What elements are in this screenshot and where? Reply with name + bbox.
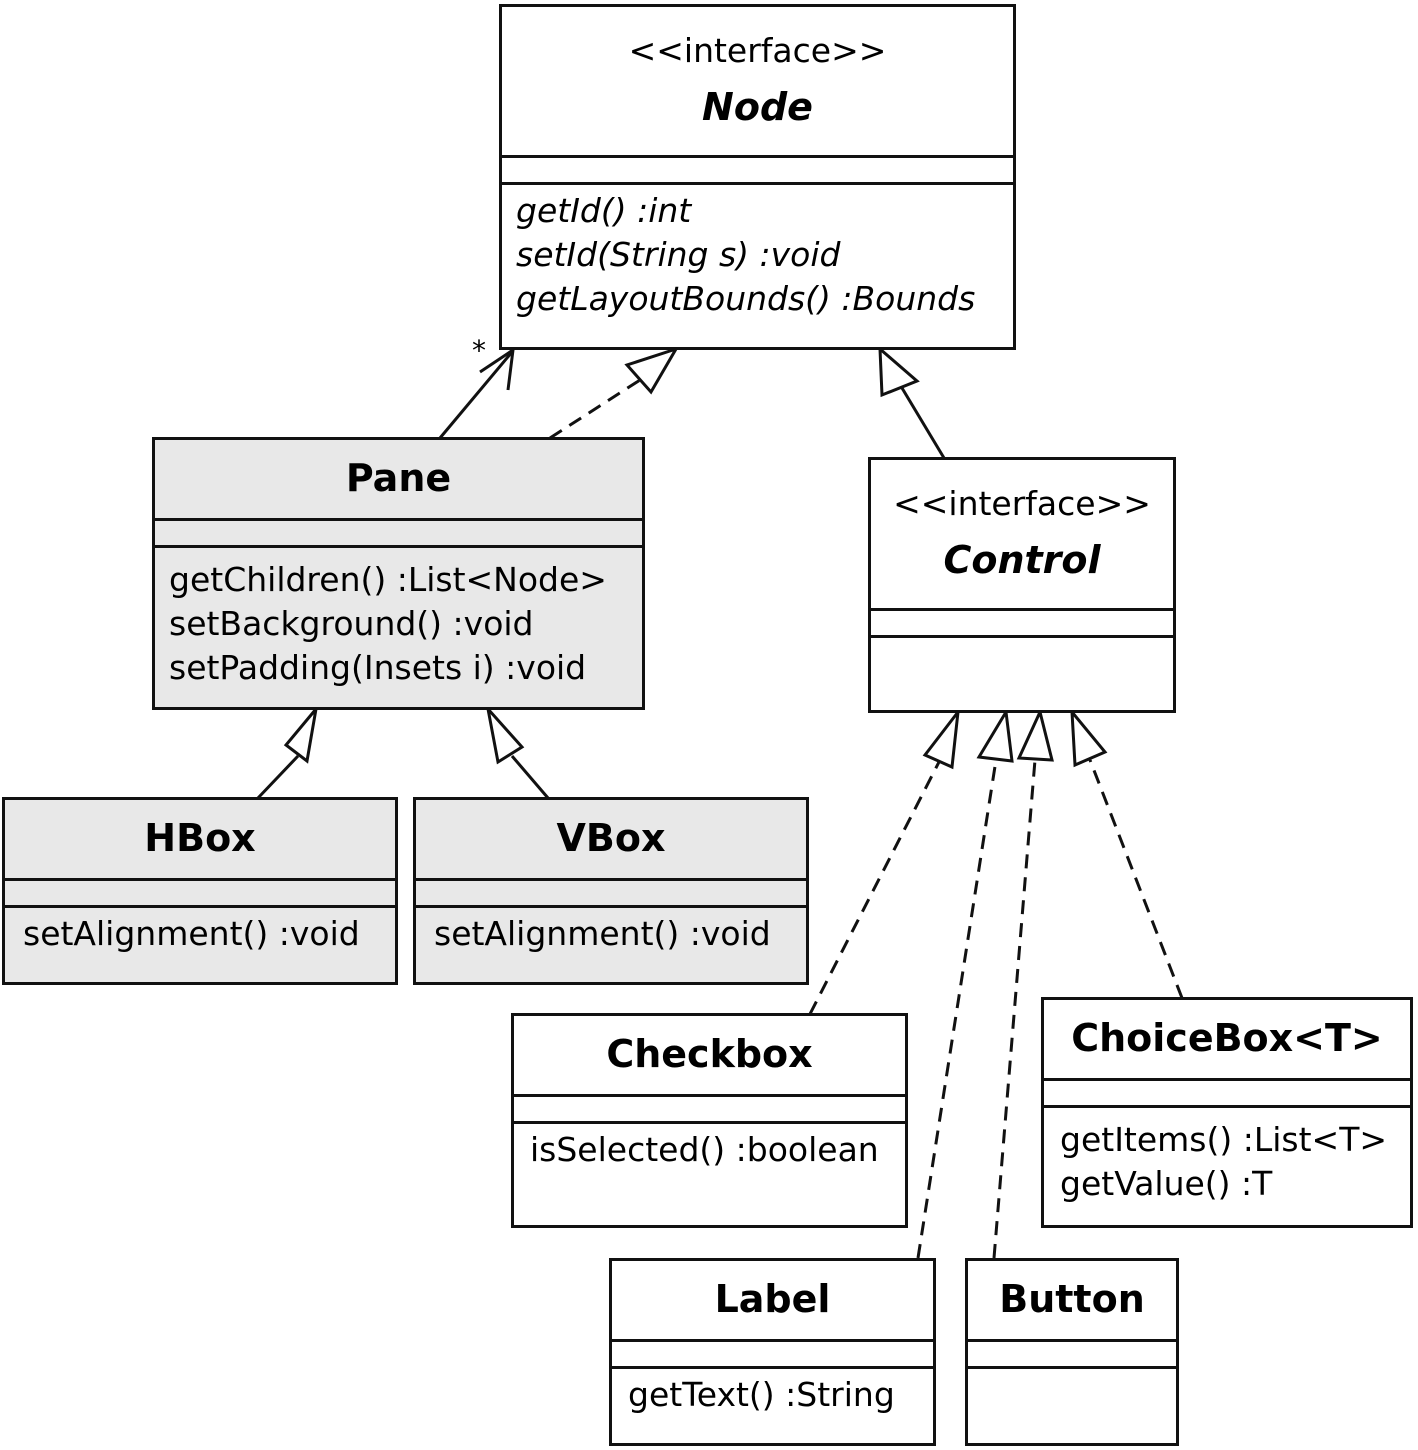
operations-compartment: isSelected() :boolean [514,1124,905,1225]
button-control-realization [992,759,1037,1259]
operation: setBackground() :void [169,604,534,644]
class-name: Button [999,1277,1145,1322]
class-vbox[interactable]: VBox setAlignment() :void [413,797,809,985]
generalization-arrowhead [878,345,920,398]
class-header: VBox [416,800,806,878]
class-checkbox[interactable]: Checkbox isSelected() :boolean [511,1013,908,1228]
operations-compartment: getItems() :List<T> getValue() :T [1044,1108,1410,1225]
class-header: HBox [5,800,395,878]
class-header: Pane [155,440,642,518]
operation: isSelected() :boolean [530,1130,879,1169]
operation: getChildren() :List<Node> [169,560,607,599]
attributes-compartment [871,608,1173,638]
operations-compartment: getChildren() :List<Node> setBackground(… [155,548,642,707]
class-pane[interactable]: Pane getChildren() :List<Node> setBackgr… [152,437,645,710]
class-control[interactable]: <<interface>> Control [868,457,1176,713]
class-name: HBox [144,816,256,861]
operations-compartment: getId() :int setId(String s) :void getLa… [502,185,1013,347]
operation: getId() :int [516,191,692,230]
vbox-arrowhead [485,703,525,765]
button-arrowhead [1016,707,1054,762]
operations-compartment: getText() :String [612,1369,933,1443]
class-header: Label [612,1261,933,1339]
operation: getValue() :T [1060,1164,1273,1204]
class-label[interactable]: Label getText() :String [609,1258,936,1446]
attributes-compartment [502,155,1013,185]
operation: setPadding(Insets i) :void [169,648,587,688]
hbox-arrowhead [283,703,319,764]
class-choicebox[interactable]: ChoiceBox<T> getItems() :List<T> getValu… [1041,997,1413,1228]
attributes-compartment [968,1339,1176,1369]
class-name: ChoiceBox<T> [1071,1016,1383,1061]
pane-node-association [438,351,514,439]
attributes-compartment [416,878,806,908]
label-control-realization [916,759,998,1259]
attributes-compartment [155,518,642,548]
class-name: Label [714,1277,831,1322]
operation: setAlignment() :void [434,914,771,953]
attributes-compartment [612,1339,933,1369]
vbox-pane-generalization [510,755,550,799]
attributes-compartment [514,1094,905,1124]
operations-compartment: setAlignment() :void [416,908,806,982]
class-name: Pane [345,456,452,501]
attributes-compartment [1044,1078,1410,1108]
class-header: <<interface>> Node [502,7,1013,155]
class-header: <<interface>> Control [871,460,1173,608]
operation: getItems() :List<T> [1060,1120,1388,1159]
class-button[interactable]: Button [965,1258,1179,1446]
choicebox-control-realization [1088,759,1184,999]
class-name: VBox [556,816,666,861]
stereotype-label: <<interface>> [893,483,1151,523]
operations-compartment: setAlignment() :void [5,908,395,982]
choicebox-arrowhead [1070,707,1108,768]
operation: getText() :String [628,1375,895,1414]
checkbox-arrowhead [922,706,961,770]
control-node-generalization [900,387,946,459]
checkbox-control-realization [808,759,942,1015]
pane-node-realization [549,378,641,440]
attributes-compartment [5,878,395,908]
operation: getLayoutBounds() :Bounds [516,279,976,319]
operations-compartment [871,638,1173,710]
operation: setId(String s) :void [516,235,841,275]
association-arrowhead [479,346,515,391]
class-name: Checkbox [606,1032,813,1077]
class-name: Control [943,537,1101,582]
class-header: ChoiceBox<T> [1044,1000,1410,1078]
class-node[interactable]: <<interface>> Node getId() :int setId(St… [499,4,1016,350]
operation: setAlignment() :void [23,914,360,953]
class-name: Node [702,84,813,129]
operations-compartment [968,1369,1176,1443]
realization-arrowhead [624,346,680,395]
class-hbox[interactable]: HBox setAlignment() :void [2,797,398,985]
hbox-pane-generalization [256,754,300,800]
class-header: Checkbox [514,1016,905,1094]
class-header: Button [968,1261,1176,1339]
stereotype-label: <<interface>> [628,30,887,70]
multiplicity-label: * [472,334,486,367]
label-arrowhead [976,707,1014,763]
